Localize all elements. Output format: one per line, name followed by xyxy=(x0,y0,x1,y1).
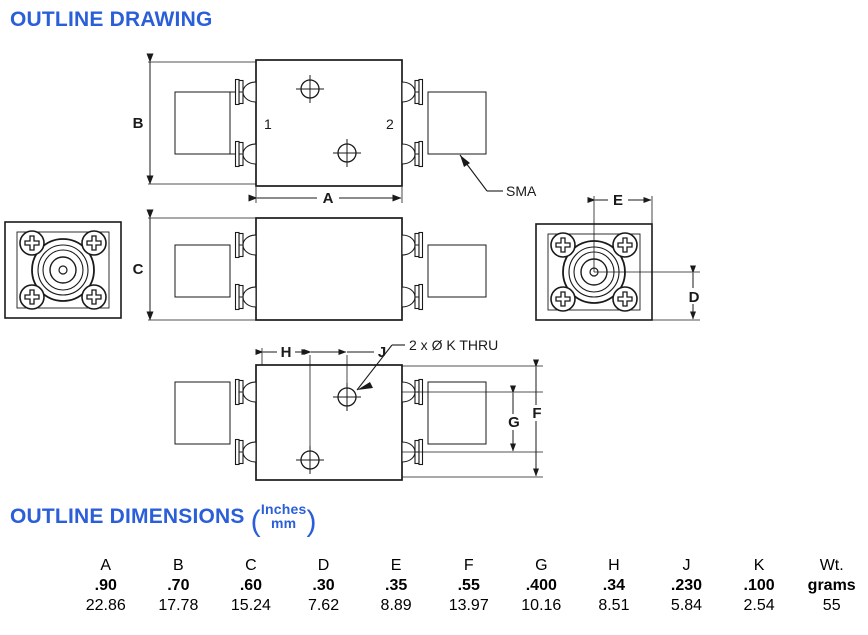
dimension-label-A: A xyxy=(323,190,334,207)
dimension-label-C: C xyxy=(133,261,144,278)
cell-mm-C: 15.24 xyxy=(230,597,271,614)
hole-callout-label: 2 x Ø K THRU xyxy=(409,337,498,353)
table-header-row: A B C D E F G H J K Wt. xyxy=(0,556,868,576)
cell-inches-E: .35 xyxy=(385,577,408,594)
page-title-outline-drawing: OUTLINE DRAWING xyxy=(10,8,213,31)
cell-inches-A: .90 xyxy=(94,577,117,594)
units-denominator: mm xyxy=(271,515,297,531)
leader-arrow-sma xyxy=(460,155,470,167)
table-header-K: K xyxy=(753,557,765,574)
device-body-top xyxy=(255,59,403,187)
table-header-C: C xyxy=(245,557,257,574)
device-body-bottom xyxy=(255,364,403,481)
dimension-label-F: F xyxy=(532,405,541,422)
table-header-weight: Wt. xyxy=(819,557,844,574)
cell-mm-J: 5.84 xyxy=(670,597,703,614)
cell-inches-J: .230 xyxy=(670,577,703,594)
dimension-label-G: G xyxy=(508,414,520,431)
left-end-view xyxy=(5,222,121,318)
outline-dimensions-label: OUTLINE DIMENSIONS xyxy=(10,505,245,529)
outline-dimensions-table: A B C D E F G H J K Wt. .90 .70 .60 .30 … xyxy=(0,556,868,616)
top-view: 1 2 xyxy=(146,53,503,206)
cell-weight-value: 55 xyxy=(822,597,841,614)
paren-open: ( xyxy=(250,505,261,538)
cell-inches-C: .60 xyxy=(239,577,263,594)
cell-mm-E: 8.89 xyxy=(380,597,412,614)
row-label-inches xyxy=(0,576,69,596)
table-header-A: A xyxy=(100,557,112,574)
table-header-D: D xyxy=(317,557,330,574)
port-label-2: 2 xyxy=(386,116,394,132)
cell-inches-H: .34 xyxy=(602,577,626,594)
table-header-E: E xyxy=(390,557,402,574)
cell-mm-G: 10.16 xyxy=(521,597,562,614)
cell-inches-K: .100 xyxy=(743,577,775,594)
bottom-view xyxy=(174,344,545,481)
cell-mm-H: 8.51 xyxy=(598,597,630,614)
cell-inches-D: .30 xyxy=(312,577,335,594)
table-header-B: B xyxy=(173,557,184,574)
cell-mm-K: 2.54 xyxy=(743,597,775,614)
cell-mm-A: 22.86 xyxy=(85,597,126,614)
dimension-label-J: J xyxy=(378,344,386,361)
connector-label-sma: SMA xyxy=(506,183,537,199)
units-numerator: Inches xyxy=(260,501,307,517)
cell-mm-B: 17.78 xyxy=(158,597,199,614)
cell-weight-unit: grams xyxy=(807,577,856,594)
cell-mm-D: 7.62 xyxy=(307,597,340,614)
table-row-mm: 22.86 17.78 15.24 7.62 8.89 13.97 10.16 … xyxy=(0,596,868,616)
table-corner-cell xyxy=(0,556,69,576)
table-header-H: H xyxy=(608,557,620,574)
cell-inches-F: .55 xyxy=(457,577,480,594)
dimension-label-E: E xyxy=(613,192,623,209)
table-header-G: G xyxy=(535,557,548,574)
port-label-1: 1 xyxy=(264,116,272,132)
paren-close: ) xyxy=(306,505,317,538)
table-row-inches: .90 .70 .60 .30 .35 .55 .400 .34 .230 .1… xyxy=(0,576,868,596)
row-label-mm xyxy=(0,596,69,616)
cell-inches-B: .70 xyxy=(167,577,190,594)
side-view xyxy=(146,209,487,321)
dimension-label-H: H xyxy=(281,344,292,361)
right-end-view xyxy=(536,192,702,320)
dimension-label-B: B xyxy=(133,115,144,132)
leader-arrow-hole-callout xyxy=(357,382,373,390)
cell-inches-G: .400 xyxy=(525,577,557,594)
cell-mm-F: 13.97 xyxy=(448,597,489,614)
table-header-J: J xyxy=(682,557,691,574)
outline-drawing-canvas: 1 2 B A SMA C xyxy=(0,53,702,481)
device-body-side xyxy=(255,217,403,321)
table-header-F: F xyxy=(463,557,474,574)
dimension-label-D: D xyxy=(689,289,700,306)
